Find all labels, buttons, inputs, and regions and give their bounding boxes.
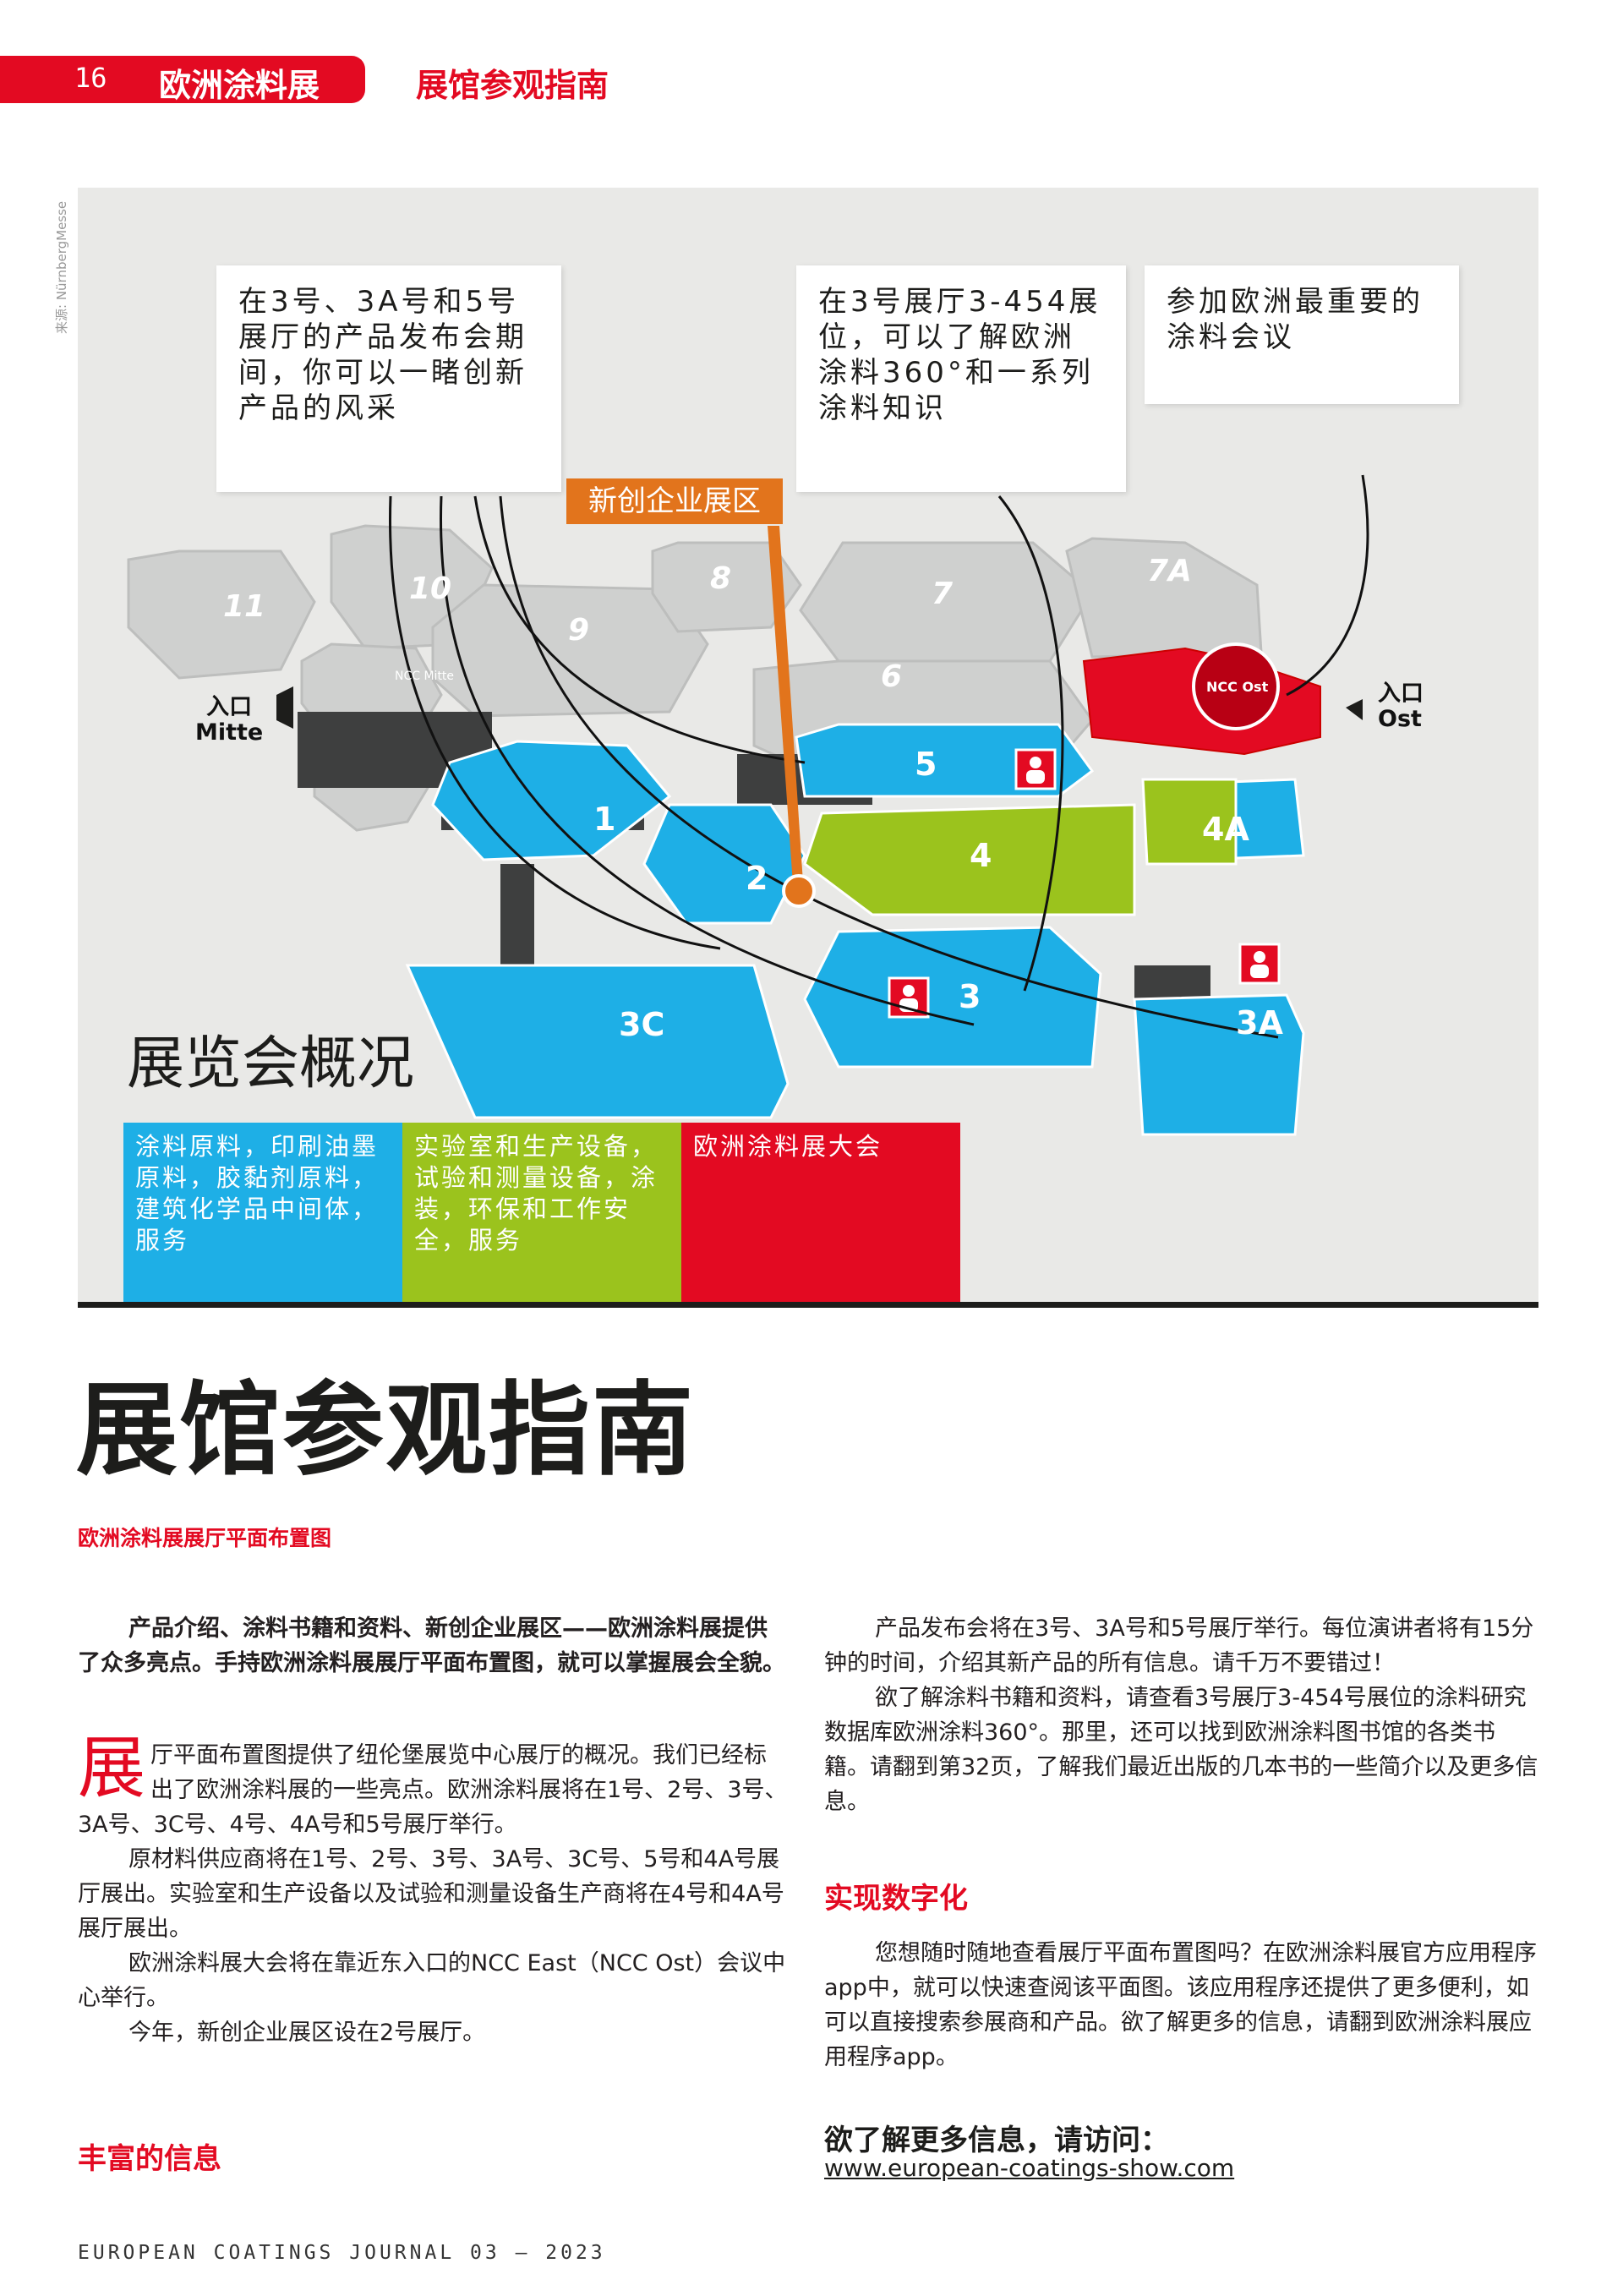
hall-label-6: 6 [881, 659, 902, 694]
floor-plan-graphic: 11 10 9 8 7 7A 6 5 4 4A 1 2 3 3A 3C NCC … [127, 474, 1369, 1136]
hall-4 [803, 803, 1136, 916]
article-title: 展馆参观指南 [76, 1372, 695, 1490]
body-paragraph-1-text: 厅平面布置图提供了纽伦堡展览中心展厅的概况。我们已经标出了欧洲涂料展的一些亮点。… [78, 1742, 788, 1838]
ncc-ost-circle [1192, 642, 1280, 730]
hall-label-4a: 4A [1202, 811, 1249, 848]
hall-9 [431, 583, 709, 718]
legend-raw-materials: 涂料原料，印刷油墨原料，胶黏剂原料，建筑化学品中间体，服务 [123, 1123, 402, 1304]
hall-label-8: 8 [710, 561, 731, 596]
left-column: 产品介绍、涂料书籍和资料、新创企业展区——欧洲涂料展提供了众多亮点。手持欧洲涂料… [78, 1611, 788, 2050]
callout-congress: 参加欧洲最重要的涂料会议 [1145, 265, 1459, 404]
hall-label-1: 1 [593, 801, 615, 838]
entrance-ost-label: 入口 [1378, 681, 1424, 707]
startup-area-tag: 新创企业展区 [566, 478, 783, 524]
callout-coatings-360: 在3号展厅3-454展位，可以了解欧洲涂料360°和一系列涂料知识 [796, 265, 1126, 492]
body-paragraph-3: 欧洲涂料展大会将在靠近东入口的NCC East（NCC Ost）会议中心举行。 [78, 1950, 786, 2011]
hall-1 [431, 740, 672, 861]
leader-line-5 [997, 495, 1064, 992]
entrance-mitte: 入口 Mitte [195, 695, 263, 746]
entrance-ost-name: Ost [1378, 706, 1422, 732]
heading-digital: 实现数字化 [824, 1882, 968, 1916]
more-info-link[interactable]: www.european-coatings-show.com [824, 2154, 1235, 2182]
right-paragraph-2: 欲了解涂料书籍和资料，请查看3号展厅3-454号展位的涂料研究数据库欧洲涂料36… [824, 1685, 1538, 1815]
lead-paragraph: 产品介绍、涂料书籍和资料、新创企业展区——欧洲涂料展提供了众多亮点。手持欧洲涂料… [78, 1615, 785, 1676]
leader-line-2 [440, 495, 975, 1026]
right-paragraph-1: 产品发布会将在3号、3A号和5号展厅举行。每位演讲者将有15分钟的时间，介绍其新… [824, 1615, 1534, 1676]
hall-label-4: 4 [970, 837, 992, 874]
startup-pointer [768, 526, 803, 884]
legend-congress: 欧洲涂料展大会 [681, 1123, 960, 1304]
leader-line-1 [388, 495, 721, 950]
entrance-mitte-label: 入口 [206, 694, 253, 720]
article-subtitle: 欧洲涂料展展厅平面布置图 [78, 1526, 332, 1550]
hall-8 [651, 541, 802, 633]
hall-3c [405, 964, 790, 1119]
page-number: 16 [74, 62, 107, 94]
footer: EUROPEAN COATINGS JOURNAL 03 – 2023 [78, 2242, 606, 2264]
legend-lab-equipment: 实验室和生产设备，试验和测量设备，涂装，环保和工作安全，服务 [402, 1123, 681, 1304]
hall-label-2: 2 [746, 860, 768, 897]
right-paragraph-3: 您想随时随地查看展厅平面布置图吗？在欧洲涂料展官方应用程序app中，就可以快速查… [824, 1940, 1537, 2070]
hall-label-9: 9 [568, 613, 589, 648]
hall-3a [1133, 993, 1305, 1136]
drop-cap: 展 [78, 1729, 145, 1807]
more-info-label: 欲了解更多信息，请访问： [824, 2124, 1169, 2157]
right-column: 产品发布会将在3号、3A号和5号展厅举行。每位演讲者将有15分钟的时间，介绍其新… [824, 1611, 1538, 1819]
hall-11 [127, 549, 316, 680]
hall-label-3c: 3C [619, 1006, 664, 1043]
leader-line-4 [499, 495, 1279, 1039]
hall-label-3: 3 [959, 978, 981, 1015]
hall-label-10: 10 [409, 571, 451, 606]
entrance-ost-arrow [1346, 699, 1363, 720]
publication-title: 欧洲涂料展 [159, 67, 320, 104]
header-bar [0, 56, 365, 103]
floor-plan: 11 10 9 8 7 7A 6 5 4 4A 1 2 3 3A 3C NCC … [78, 188, 1538, 1304]
startup-marker [782, 874, 816, 908]
source-credit: 来源: NürnbergMesse [54, 200, 69, 334]
entrance-mitte-arrow [276, 686, 293, 729]
body-paragraph-1: 展厅平面布置图提供了纽伦堡展览中心展厅的概况。我们已经标出了欧洲涂料展的一些亮点… [78, 1729, 788, 1842]
hall-3 [803, 926, 1102, 1069]
leader-line-6 [1286, 474, 1369, 697]
map-divider [78, 1302, 1538, 1308]
overview-title: 展览会概况 [127, 1030, 415, 1097]
section-title: 展馆参观指南 [416, 67, 609, 104]
heading-rich-info: 丰富的信息 [78, 2142, 221, 2176]
hall-label-11: 11 [223, 589, 265, 624]
entrance-ost: 入口 Ost [1378, 681, 1424, 732]
leader-line-3 [473, 495, 806, 764]
callout-product-launches: 在3号、3A号和5号展厅的产品发布会期间，你可以一睹创新产品的风采 [216, 265, 561, 492]
body-paragraph-2: 原材料供应商将在1号、2号、3号、3A号、3C号、5号和4A号展厅展出。实验室和… [78, 1846, 784, 1942]
entrance-mitte-name: Mitte [195, 719, 264, 746]
hall-7a [1065, 537, 1263, 659]
hall-2 [642, 803, 806, 925]
hall-label-ncc-ost: NCC Ost [1206, 679, 1269, 695]
hall-label-7a: 7A [1147, 554, 1192, 588]
hall-4a [1141, 778, 1238, 866]
body-paragraph-4: 今年，新创企业展区设在2号展厅。 [128, 2020, 486, 2046]
hall-label-3a: 3A [1236, 1004, 1283, 1041]
right-column-digital: 您想随时随地查看展厅平面布置图吗？在欧洲涂料展官方应用程序app中，就可以快速查… [824, 1936, 1538, 2075]
hall-label-7: 7 [932, 577, 953, 611]
hall-label-5: 5 [915, 746, 937, 783]
hall-label-ncc-mitte: NCC Mitte [395, 670, 454, 683]
